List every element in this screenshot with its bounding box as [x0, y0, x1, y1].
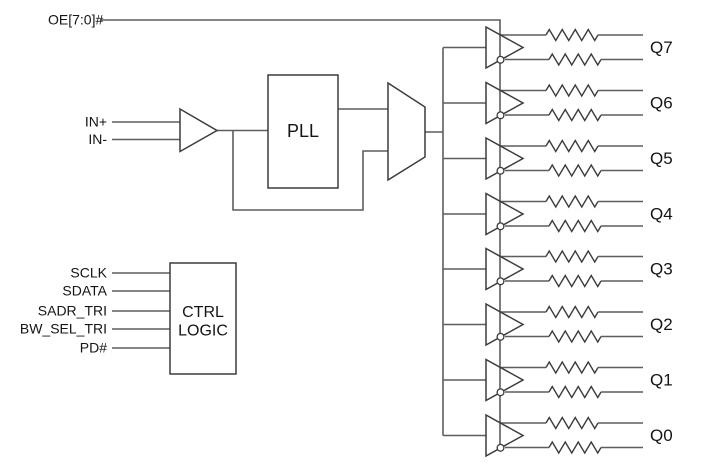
- resistor-symbol: [548, 274, 602, 288]
- output-label: Q0: [650, 426, 673, 445]
- output-channel-q3: Q3: [443, 247, 673, 291]
- resistor-symbol: [545, 305, 599, 319]
- tristate-buffer-icon: [485, 81, 524, 125]
- output-label: Q1: [650, 371, 673, 390]
- in-pos-label: IN+: [85, 114, 107, 130]
- output-label: Q2: [650, 315, 673, 334]
- tristate-buffer-icon: [485, 192, 524, 236]
- resistor-symbol: [545, 250, 599, 263]
- tristate-buffer-icon: [485, 358, 524, 402]
- bw-sel-tri-label: BW_SEL_TRI: [20, 321, 107, 337]
- oe-label: OE[7:0]#: [48, 12, 103, 28]
- resistor-symbol: [545, 195, 599, 208]
- tristate-buffer-icon: [485, 414, 524, 457]
- output-channel-q5: Q5: [443, 137, 673, 180]
- resistor-symbol: [548, 441, 602, 454]
- resistor-symbol: [548, 385, 602, 399]
- sadr-tri-label: SADR_TRI: [38, 303, 107, 319]
- resistor-symbol: [548, 219, 602, 233]
- pll-label: PLL: [287, 121, 319, 141]
- resistor-symbol: [545, 361, 599, 374]
- ctrl-logic-label-line1: CTRL: [182, 304, 224, 321]
- output-label: Q4: [650, 205, 673, 224]
- output-channel-q7: Q7: [443, 26, 673, 69]
- mux-icon: [387, 81, 426, 182]
- resistor-symbol: [548, 164, 602, 177]
- output-label: Q5: [650, 149, 673, 168]
- output-channel-q2: Q2: [443, 303, 673, 346]
- pd-label: PD#: [80, 340, 107, 356]
- resistor-symbol: [548, 53, 602, 66]
- in-neg-label: IN-: [88, 131, 107, 147]
- pll-block: [267, 74, 339, 189]
- output-label: Q3: [650, 260, 673, 279]
- resistor-symbol: [545, 84, 599, 97]
- resistor-symbol: [545, 139, 599, 153]
- tristate-buffer-icon: [485, 303, 524, 346]
- resistor-symbol: [548, 330, 602, 343]
- resistor-symbol: [545, 28, 599, 42]
- oe-wire: [100, 19, 501, 448]
- output-label: Q7: [650, 38, 673, 57]
- input-buffer-icon: [179, 107, 219, 153]
- tristate-buffer-icon: [485, 26, 524, 69]
- tristate-buffer-icon: [485, 137, 524, 180]
- sdata-label: SDATA: [62, 283, 107, 299]
- output-channel-q6: Q6: [443, 81, 673, 125]
- resistor-symbol: [545, 416, 599, 430]
- output-label: Q6: [650, 94, 673, 113]
- pll-bypass-wire: [232, 130, 388, 211]
- resistor-symbol: [548, 108, 602, 122]
- tristate-buffer-icon: [485, 247, 524, 291]
- output-channel-q0: Q0: [443, 414, 673, 457]
- sclk-label: SCLK: [70, 265, 107, 281]
- ctrl-logic-label-line2: LOGIC: [178, 323, 228, 340]
- output-channel-q4: Q4: [443, 192, 673, 236]
- ctrl-logic-block: [169, 262, 237, 375]
- output-channel-q1: Q1: [443, 358, 673, 402]
